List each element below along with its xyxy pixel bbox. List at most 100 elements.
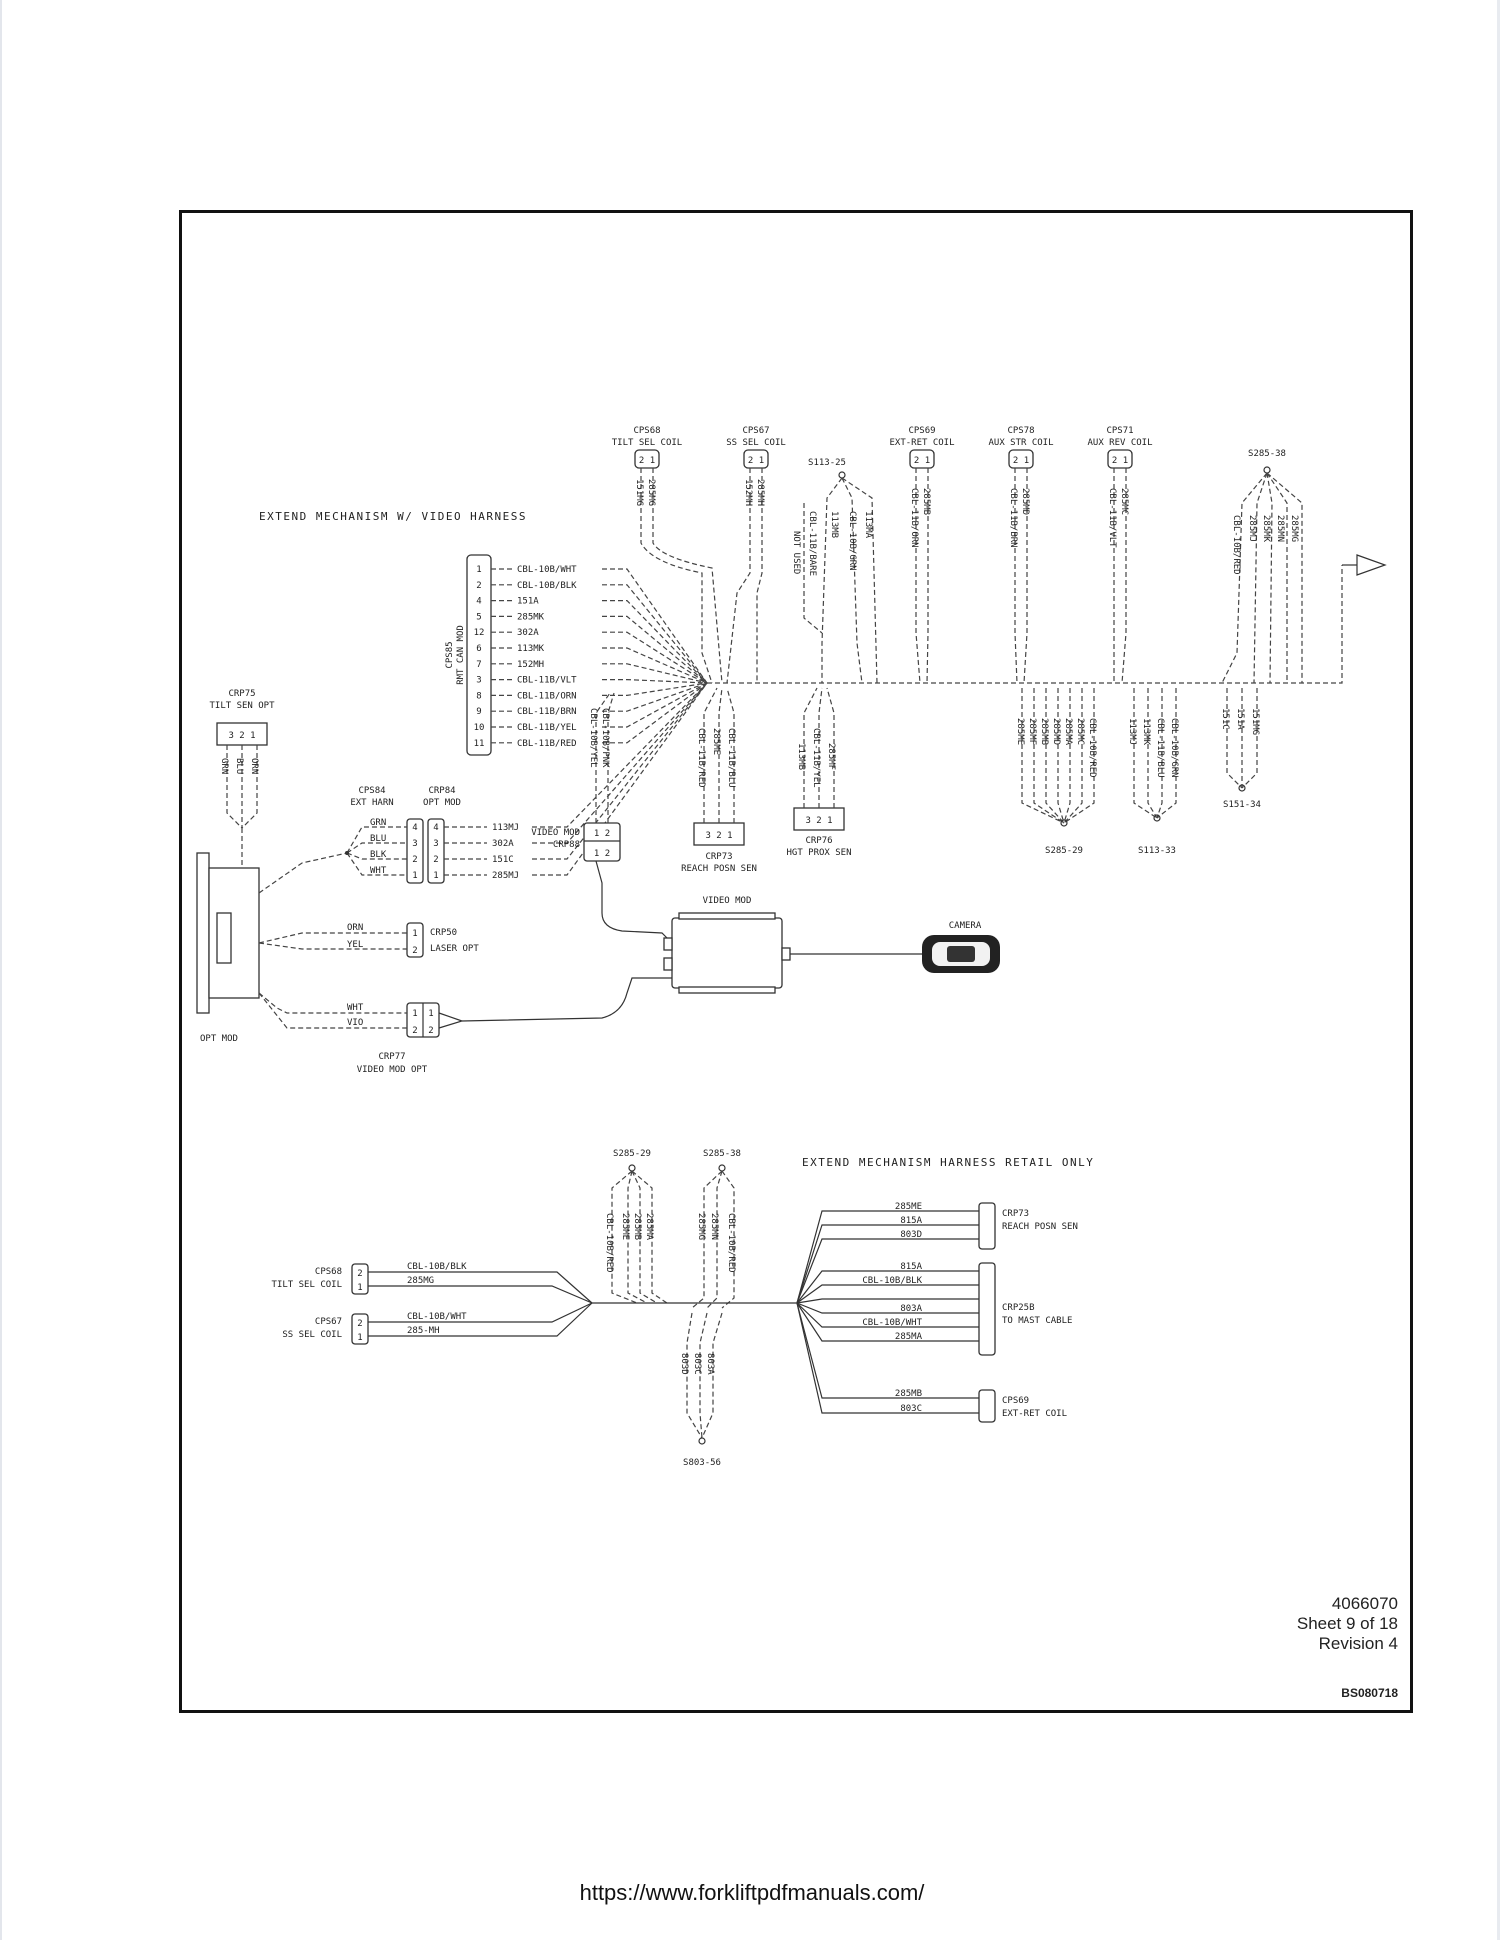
svg-text:151A: 151A (1235, 708, 1245, 730)
svg-text:2 1: 2 1 (914, 456, 930, 466)
svg-text:SS SEL COIL: SS SEL COIL (726, 438, 786, 448)
svg-text:113MK: 113MK (1141, 718, 1151, 746)
svg-text:CRP75: CRP75 (228, 689, 255, 699)
svg-text:CBL-10B/YEL: CBL-10B/YEL (588, 708, 598, 768)
opt-mod-module: OPT MOD (196, 852, 260, 1044)
svg-text:113MB: 113MB (829, 511, 839, 538)
svg-text:2: 2 (357, 1269, 362, 1279)
camera-label: CAMERA (949, 921, 982, 931)
splice-s285-38-top (1263, 466, 1271, 474)
svg-text:285MB: 285MB (921, 488, 931, 515)
svg-text:S151-34: S151-34 (1223, 800, 1261, 810)
svg-text:CRP73: CRP73 (1002, 1209, 1029, 1219)
svg-text:4: 4 (433, 823, 438, 833)
svg-text:285MD: 285MD (1051, 718, 1061, 745)
svg-text:3 2 1: 3 2 1 (705, 831, 732, 841)
connector-crp75: CRP75 TILT SEN OPT 3 2 1 (209, 689, 275, 746)
svg-text:285MA: 285MA (1063, 718, 1073, 746)
svg-text:285MB: 285MB (1039, 718, 1049, 745)
svg-text:TILT SEN OPT: TILT SEN OPT (209, 701, 275, 711)
connector-cps67-top: CPS67 SS SEL COIL 2 1 (726, 426, 786, 469)
svg-text:S285-29: S285-29 (1045, 846, 1083, 856)
bottom-right-wire-rows: 285ME1815A2803D3815A6CBL-10B/BLK54803A3C… (796, 1202, 990, 1419)
svg-text:CPS69: CPS69 (908, 426, 935, 436)
svg-text:CBL-10B/BLK: CBL-10B/BLK (517, 581, 577, 591)
svg-text:BLU: BLU (234, 758, 244, 774)
footer-url-link[interactable]: https://www.forkliftpdfmanuals.com/ (579, 1880, 925, 1905)
svg-text:SS SEL COIL: SS SEL COIL (282, 1330, 342, 1340)
svg-text:EXT HARN: EXT HARN (350, 798, 393, 808)
svg-text:803C: 803C (900, 1404, 922, 1414)
video-mod-unit (663, 912, 791, 994)
svg-text:CBL-11B/BRN: CBL-11B/BRN (517, 707, 577, 717)
connector-crp88 (583, 822, 621, 862)
svg-text:ORN: ORN (249, 758, 259, 774)
svg-text:1: 1 (412, 929, 417, 939)
svg-text:BLK: BLK (370, 850, 387, 860)
svg-text:REACH POSN SEN: REACH POSN SEN (1002, 1222, 1078, 1232)
diagram-title-bottom: EXTEND MECHANISM HARNESS RETAIL ONLY (802, 1156, 1094, 1169)
svg-text:2: 2 (412, 855, 417, 865)
svg-text:VIDEO MOD OPT: VIDEO MOD OPT (357, 1065, 428, 1075)
svg-text:285MG: 285MG (407, 1276, 434, 1286)
svg-text:3: 3 (433, 839, 438, 849)
svg-text:285-MH: 285-MH (407, 1326, 440, 1336)
svg-text:3: 3 (476, 676, 481, 686)
svg-text:285MA: 285MA (644, 1213, 654, 1241)
svg-text:S285-38: S285-38 (703, 1149, 741, 1159)
svg-text:2: 2 (433, 855, 438, 865)
connector-crp73-bottom (978, 1202, 996, 1250)
svg-text:VIO: VIO (347, 1018, 363, 1028)
svg-text:CBL-10B/RED: CBL-10B/RED (1231, 515, 1241, 575)
svg-text:CRP77: CRP77 (378, 1052, 405, 1062)
svg-text:CPS85: CPS85 (445, 641, 455, 668)
svg-text:2 1: 2 1 (1112, 456, 1128, 466)
svg-text:GRN: GRN (219, 758, 229, 774)
svg-text:2 1: 2 1 (639, 456, 655, 466)
svg-text:3 2 1: 3 2 1 (805, 816, 832, 826)
svg-text:EXT-RET COIL: EXT-RET COIL (1002, 1409, 1067, 1419)
svg-text:OPT MOD: OPT MOD (423, 798, 461, 808)
svg-text:S803-56: S803-56 (683, 1458, 721, 1468)
svg-text:285MC: 285MC (1075, 718, 1085, 745)
svg-text:CBL-10B/WHT: CBL-10B/WHT (407, 1312, 467, 1322)
svg-text:285MD: 285MD (1020, 488, 1030, 515)
not-used-label: NOT USED (791, 531, 801, 574)
connector-crp50 (406, 922, 424, 958)
svg-text:CPS67: CPS67 (742, 426, 769, 436)
svg-text:CBL-10B/PNK: CBL-10B/PNK (600, 708, 610, 768)
svg-text:CPS78: CPS78 (1007, 426, 1034, 436)
svg-text:285MB: 285MB (895, 1389, 922, 1399)
svg-text:113MB: 113MB (796, 743, 806, 770)
splice-s151-34 (1238, 784, 1246, 792)
svg-text:CBL-11B/BARE: CBL-11B/BARE (807, 511, 817, 576)
svg-text:CBL-10B/BLK: CBL-10B/BLK (862, 1276, 922, 1286)
svg-text:GRN: GRN (370, 818, 386, 828)
svg-text:2: 2 (476, 581, 481, 591)
svg-text:CRP25B: CRP25B (1002, 1303, 1035, 1313)
svg-text:1: 1 (428, 1009, 433, 1019)
svg-text:CPS71: CPS71 (1106, 426, 1133, 436)
video-mod-label: VIDEO MOD (703, 896, 752, 906)
svg-text:CPS67: CPS67 (315, 1317, 342, 1327)
svg-text:6: 6 (476, 644, 481, 654)
svg-text:CBL-11B/YEL: CBL-11B/YEL (811, 728, 821, 788)
svg-text:4: 4 (412, 823, 417, 833)
svg-text:285MK: 285MK (517, 612, 545, 622)
svg-text:AUX REV COIL: AUX REV COIL (1087, 438, 1152, 448)
connector-cps85: CPS85 RMT CAN MOD (445, 554, 492, 756)
svg-text:803A: 803A (900, 1304, 922, 1314)
camera-unit (922, 935, 1000, 973)
svg-text:2: 2 (428, 1026, 433, 1036)
svg-text:TO MAST CABLE: TO MAST CABLE (1002, 1316, 1072, 1326)
svg-text:CBL-11B/BLU: CBL-11B/BLU (1155, 718, 1165, 778)
svg-text:151C: 151C (492, 855, 514, 865)
connector-cps71-top: CPS71 AUX REV COIL 2 1 (1087, 426, 1153, 469)
svg-text:285MG: 285MG (646, 479, 656, 506)
splice-s113-25-label: S113-25 (808, 458, 846, 468)
svg-text:1 2: 1 2 (594, 849, 610, 859)
svg-text:WHT: WHT (370, 866, 387, 876)
svg-text:S113-33: S113-33 (1138, 846, 1176, 856)
connector-cps69-bottom (978, 1389, 996, 1423)
